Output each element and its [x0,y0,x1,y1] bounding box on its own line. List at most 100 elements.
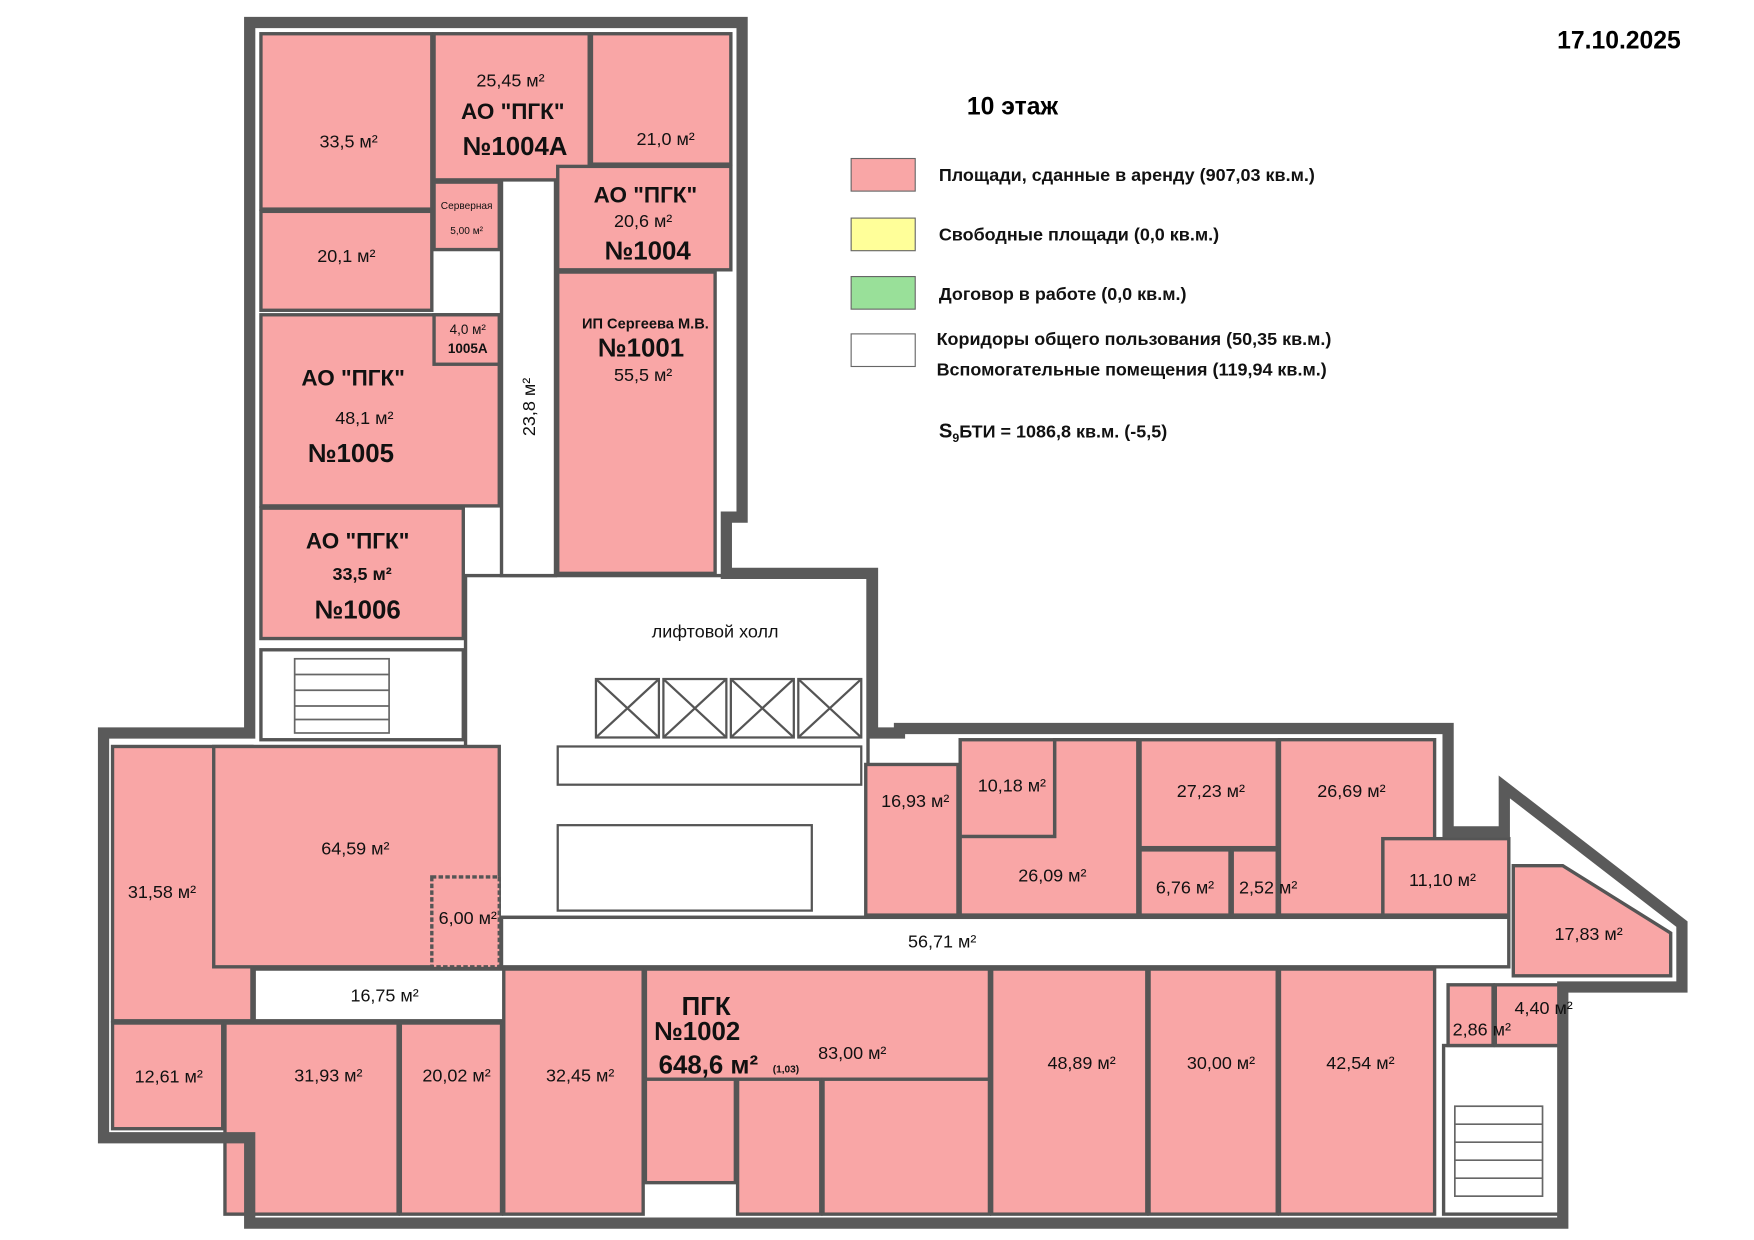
outer-wall [97,16,1688,1229]
legend-label-rented: Площади, сданные в аренду (907,03 кв.м.) [939,165,1315,185]
coefficient: (1,03) [773,1064,799,1075]
legend-label-in-progress: Договор в работе (0,0 кв.м.) [939,284,1187,304]
room-1001[interactable] [556,270,717,576]
tenant-label: АО "ПГК" [301,366,405,391]
area-label: 30,00 м² [1187,1053,1255,1073]
stairwell-north [259,648,465,742]
area-label: 48,89 м² [1047,1053,1115,1073]
area-label: 31,93 м² [294,1065,362,1085]
tenant-label: ПГК [682,993,731,1021]
room-number: №1004 [605,238,692,266]
room-1002-sub3[interactable] [821,1077,992,1216]
room-number: №1005 [308,440,394,468]
area-label: 16,75 м² [350,986,418,1006]
area-label: 12,61 м² [135,1067,203,1087]
room-16-75[interactable] [252,967,551,1023]
area-label: 16,93 м² [881,791,949,811]
area-label: 33,5 м² [319,131,377,151]
area-label: 26,09 м² [1018,865,1086,885]
room-labels: 33,5 м² 25,45 м² АО "ПГК" №1004А 21,0 м²… [128,71,1623,1087]
room-30-00[interactable] [1147,967,1279,1216]
room-33-5-north[interactable] [259,32,434,211]
area-label: 83,00 м² [818,1043,886,1063]
area-label: 31,58 м² [128,882,196,902]
legend-swatch-rented [850,157,916,192]
area-label: 10,18 м² [978,775,1046,795]
corridor-main [499,915,1511,969]
area-label: 17,83 м² [1554,924,1622,944]
area-label: 55,5 м² [614,365,672,385]
room-21-0[interactable] [589,32,733,166]
room-42-54[interactable] [1277,967,1437,1216]
room-1002[interactable] [643,967,992,1081]
room-32-45[interactable] [502,967,645,1216]
legend-label-free: Свободные площади (0,0 кв.м.) [939,225,1219,245]
area-label: 20,1 м² [317,246,375,266]
room-number: 1005А [448,341,488,356]
room-1004[interactable] [556,164,733,272]
area-label: 4,40 м² [1514,998,1572,1018]
room-number: №1001 [598,334,684,362]
area-label: 20,6 м² [614,211,672,231]
room-12-61[interactable] [110,1021,225,1131]
room-16-93[interactable] [864,762,960,917]
area-label: 5,00 м² [450,226,483,237]
area-label: 27,23 м² [1177,781,1245,801]
area-label: 2,86 м² [1453,1019,1511,1039]
room-2-86[interactable] [1446,983,1495,1048]
lift-hall-label: лифтовой холл [652,621,779,641]
room-1002-sub2[interactable] [735,1077,823,1216]
area-label: 33,5 м² [332,564,391,584]
rooms [110,32,1673,1216]
room-number: №1002 [654,1018,740,1046]
room-number: №1006 [314,596,400,624]
legend-label-corridors: Коридоры общего пользования (50,35 кв.м.… [937,329,1332,349]
room-11-10[interactable] [1381,836,1511,917]
room-1006[interactable] [259,506,465,641]
room-server[interactable] [432,180,501,252]
area-label: 26,69 м² [1317,781,1385,801]
corridor-area-label: 56,71 м² [908,932,976,952]
room-1004a[interactable] [432,32,591,182]
stairs-icon [293,657,1544,1197]
area-label: 42,54 м² [1326,1053,1394,1073]
tenant-label: АО "ПГК" [594,182,698,207]
room-1002-sub1[interactable] [643,1077,738,1185]
legend-swatch-free [850,217,916,252]
legend: Площади, сданные в аренду (907,03 кв.м.)… [850,157,1332,445]
legend-swatch-common [850,333,916,368]
room-number: №1004А [463,133,568,161]
area-label: 6,76 м² [1156,878,1214,898]
area-label: 32,45 м² [546,1065,614,1085]
room-6-00[interactable] [430,875,501,969]
room-20-1[interactable] [259,209,434,312]
room-27-23[interactable] [1138,738,1279,850]
room-17-83[interactable] [1511,863,1673,978]
total-area: S9БТИ = 1086,8 кв.м. (-5,5) [939,420,1167,444]
area-label: 11,10 м² [1409,870,1476,890]
area-label: 20,02 м² [422,1065,490,1085]
room-name: Серверная [441,201,493,212]
room-2-52[interactable] [1230,848,1279,917]
area-label: 6,00 м² [439,908,497,928]
area-label: 2,52 м² [1239,878,1297,898]
area-label: 21,0 м² [636,129,694,149]
date: 17.10.2025 [1557,27,1681,54]
room-6-76[interactable] [1138,848,1232,917]
room-10-18[interactable] [958,738,1057,839]
floor-title: 10 этаж [967,94,1059,121]
corridor-area-label: 23,8 м² [519,378,539,436]
area-label: 64,59 м² [321,838,389,858]
legend-label-auxiliary: Вспомогательные помещения (119,94 кв.м.) [937,359,1327,379]
room-48-89[interactable] [989,967,1149,1216]
area-label: 4,0 м² [450,322,487,337]
room-20-02[interactable] [398,1021,504,1216]
legend-swatch-in-progress [850,275,916,310]
area-label: 25,45 м² [476,71,544,91]
tenant-label: АО "ПГК" [461,99,565,124]
room-1005a[interactable] [432,313,501,366]
area-label: 48,1 м² [335,408,393,428]
corridor-vertical [499,178,558,578]
elevators [556,677,863,912]
